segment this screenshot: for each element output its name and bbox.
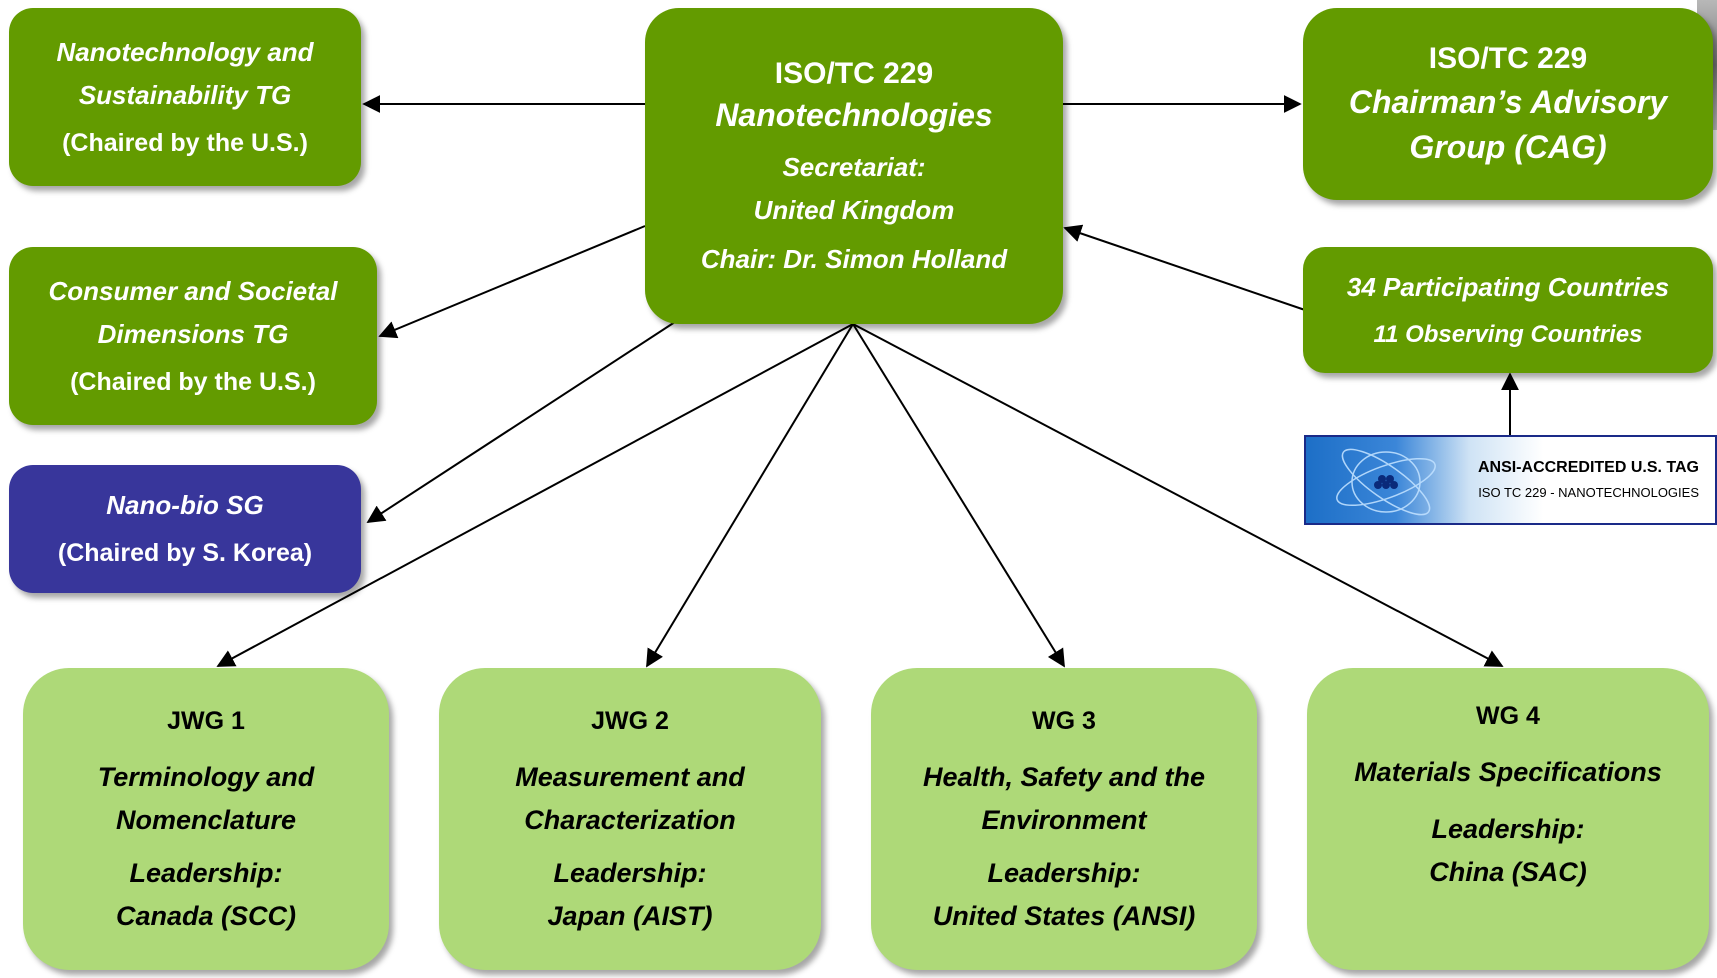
wg-leadership-value: Japan (AIST)	[547, 900, 713, 931]
wg-id: JWG 2	[591, 706, 669, 735]
wg-leadership-value: United States (ANSI)	[932, 900, 1196, 931]
cag-line3: Group (CAG)	[1409, 129, 1607, 165]
tc229-center-box: ISO/TC 229 Nanotechnologies Secretariat:…	[645, 8, 1063, 324]
wg-title-line2: Environment	[981, 804, 1147, 835]
wg-leadership-value: Canada (SCC)	[115, 900, 297, 931]
nanobio-title: Nano-bio SG	[106, 490, 264, 520]
tag-logo-title: ANSI-ACCREDITED U.S. TAG	[1477, 459, 1699, 476]
observing-countries: 11 Observing Countries	[1373, 320, 1643, 348]
participating-countries: 34 Participating Countries	[1346, 271, 1670, 302]
consumer-tg-box: Consumer and Societal Dimensions TG (Cha…	[9, 247, 377, 425]
wg-leadership-value: China (SAC)	[1429, 857, 1587, 887]
wg-id: WG 4	[1476, 702, 1540, 730]
arrow-center-to-wg3	[852, 323, 1065, 668]
ansi-tag-logo: ANSI-ACCREDITED U.S. TAG ISO TC 229 - NA…	[1304, 435, 1717, 525]
wg-box-wg3: WG 3 Health, Safety and the Environment …	[871, 668, 1257, 970]
arrow-participants-to-center	[1063, 224, 1306, 311]
wg-id: JWG 1	[167, 706, 245, 735]
consumer-line2: Dimensions TG	[97, 318, 289, 349]
center-secretariat-value: United Kingdom	[753, 195, 955, 225]
center-chair: Chair: Dr. Simon Holland	[700, 244, 1008, 274]
sustainability-line1: Nanotechnology and	[56, 36, 314, 67]
cag-box: ISO/TC 229 Chairman’s Advisory Group (CA…	[1303, 8, 1713, 200]
wg-title-line1: Materials Specifications	[1354, 757, 1662, 787]
wg-leadership-label: Leadership:	[1431, 814, 1585, 844]
wg-box-jwg2: JWG 2 Measurement and Characterization L…	[439, 668, 821, 970]
tag-logo-subtitle: ISO TC 229 - NANOTECHNOLOGIES	[1478, 485, 1699, 500]
participants-box: 34 Participating Countries 11 Observing …	[1303, 247, 1713, 373]
center-secretariat-label: Secretariat:	[782, 152, 926, 182]
wg-title-line2: Characterization	[524, 804, 736, 835]
arrow-center-to-jwg2	[646, 323, 854, 668]
wg-title-line1: Health, Safety and the	[922, 761, 1206, 792]
wg-leadership-label: Leadership:	[987, 857, 1141, 888]
sustainability-tg-box: Nanotechnology and Sustainability TG (Ch…	[9, 8, 361, 186]
wg-box-wg4: WG 4 Materials Specifications Leadership…	[1307, 668, 1709, 970]
atom-icon	[1336, 448, 1436, 516]
center-title: ISO/TC 229	[774, 57, 934, 90]
wg-box-jwg1: JWG 1 Terminology and Nomenclature Leade…	[23, 668, 389, 970]
wg-title-line1: Measurement and	[515, 761, 745, 792]
sustainability-line2: Sustainability TG	[78, 79, 292, 110]
wg-title-line1: Terminology and	[97, 761, 315, 792]
arrow-center-to-consumer	[378, 225, 646, 339]
wg-title-line2: Nomenclature	[115, 804, 297, 835]
cag-line2: Chairman’s Advisory	[1348, 84, 1668, 120]
arrow-center-to-jwg1	[216, 323, 854, 667]
center-subtitle: Nanotechnologies	[715, 97, 993, 133]
arrow-center-to-wg4	[852, 323, 1504, 667]
sustainability-chair: (Chaired by the U.S.)	[62, 128, 308, 157]
wg-leadership-label: Leadership:	[553, 857, 707, 888]
cag-title: ISO/TC 229	[1428, 42, 1588, 75]
arrow-center-to-nanobio	[366, 319, 679, 523]
consumer-chair: (Chaired by the U.S.)	[70, 367, 316, 396]
consumer-line1: Consumer and Societal	[48, 275, 338, 306]
wg-leadership-label: Leadership:	[129, 857, 283, 888]
nanobio-sg-box: Nano-bio SG (Chaired by S. Korea)	[9, 465, 361, 593]
nanobio-chair: (Chaired by S. Korea)	[57, 539, 313, 567]
wg-id: WG 3	[1032, 706, 1096, 735]
